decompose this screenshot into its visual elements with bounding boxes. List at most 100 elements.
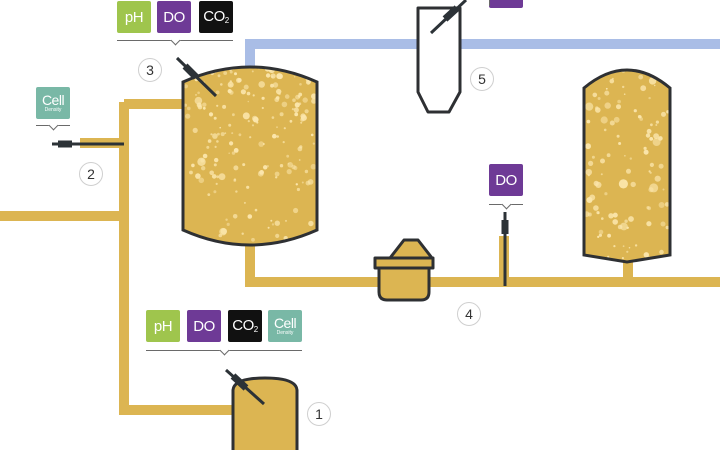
bubble xyxy=(300,121,303,124)
bubble xyxy=(648,187,654,193)
bubble xyxy=(262,63,264,65)
bubble xyxy=(224,132,227,135)
bubble xyxy=(219,126,221,129)
bubble xyxy=(256,61,259,64)
bubble xyxy=(293,107,299,113)
bubble xyxy=(626,168,631,174)
bubble xyxy=(633,109,637,113)
bubble xyxy=(304,109,309,114)
bubble xyxy=(623,93,626,95)
bubble xyxy=(646,206,650,210)
bubble xyxy=(210,133,213,136)
bubble xyxy=(237,78,242,83)
step-marker-1: 1 xyxy=(307,402,331,426)
bubble xyxy=(224,62,226,64)
bubble xyxy=(298,92,303,97)
bubble xyxy=(597,97,601,100)
bubble xyxy=(312,142,315,145)
bubble xyxy=(191,163,195,168)
bubble xyxy=(220,83,223,86)
bubble xyxy=(199,67,206,68)
bubble xyxy=(195,62,197,64)
bubble xyxy=(274,171,280,177)
bubble xyxy=(203,67,209,69)
bubble xyxy=(306,80,311,85)
bubble xyxy=(233,148,239,153)
bubble xyxy=(231,132,234,135)
bubble xyxy=(600,116,608,124)
bubble xyxy=(272,82,279,88)
bubble xyxy=(205,67,208,68)
bubble xyxy=(197,58,205,66)
bubble xyxy=(281,101,288,108)
bubble xyxy=(271,116,275,119)
bubble xyxy=(229,70,233,74)
bubble xyxy=(588,160,594,166)
bubble xyxy=(294,112,299,117)
do-badge-5 xyxy=(489,0,523,8)
bubble xyxy=(646,221,652,227)
bubble xyxy=(612,219,618,225)
bubble xyxy=(596,211,600,215)
bubble xyxy=(275,60,279,64)
bubble xyxy=(286,60,291,65)
bubble xyxy=(251,70,254,73)
bubble xyxy=(605,87,608,90)
bubble xyxy=(229,141,234,146)
bubble xyxy=(283,127,286,130)
bubble xyxy=(282,141,285,144)
bubble xyxy=(208,112,214,117)
bubble xyxy=(235,190,238,193)
bubble xyxy=(297,67,300,69)
bubble xyxy=(305,61,309,65)
bubble xyxy=(227,81,234,88)
bubble xyxy=(197,61,199,63)
bubble xyxy=(233,179,237,182)
bubble xyxy=(655,124,658,126)
bubble xyxy=(238,133,242,137)
bubble xyxy=(595,106,599,110)
bubble xyxy=(252,116,259,123)
bubble xyxy=(270,219,273,222)
co2-label: CO2 xyxy=(232,317,258,334)
bubble xyxy=(217,132,220,136)
bubble xyxy=(207,193,211,197)
bubble xyxy=(299,83,302,86)
bubble xyxy=(242,61,244,63)
bubble xyxy=(200,158,205,163)
ph-label: pH xyxy=(153,317,173,335)
separator xyxy=(373,238,435,302)
bubble xyxy=(258,81,266,88)
bubble xyxy=(291,108,294,111)
bubble xyxy=(659,249,664,255)
bubble xyxy=(310,133,314,137)
bubble xyxy=(213,116,217,120)
bubble xyxy=(193,60,198,65)
bubble xyxy=(215,182,218,185)
bubble xyxy=(598,229,604,235)
bubble xyxy=(597,235,600,238)
bubble xyxy=(279,164,284,168)
bubble xyxy=(609,120,615,126)
bubble xyxy=(305,67,309,68)
bubble xyxy=(242,163,246,167)
bubble xyxy=(239,60,245,66)
bubble xyxy=(196,65,198,67)
bubble xyxy=(613,116,620,123)
bubble xyxy=(192,127,198,133)
bubble xyxy=(203,59,210,66)
bubble xyxy=(295,94,300,100)
bubble xyxy=(233,165,239,171)
bubble xyxy=(586,258,589,260)
bubble xyxy=(309,60,312,63)
bubble xyxy=(640,85,647,92)
bracket-2 xyxy=(36,120,70,131)
bubble xyxy=(616,104,621,110)
bubble xyxy=(259,170,264,175)
bubble xyxy=(624,155,626,157)
ph-label: pH xyxy=(124,8,144,26)
bubble xyxy=(286,246,288,248)
bubble xyxy=(202,153,208,159)
bubble xyxy=(587,212,592,217)
bubble xyxy=(287,162,290,165)
